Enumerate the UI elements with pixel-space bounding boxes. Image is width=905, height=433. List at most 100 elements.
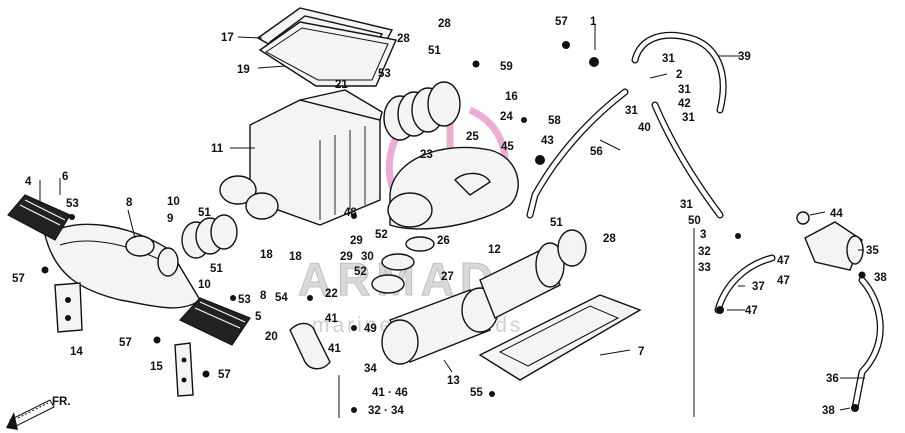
callout-labels: 17 19 11 28 28 51 21 53 59 16 24 58 25 4… [12, 16, 887, 417]
callout-53-c: 53 [238, 294, 251, 306]
callout-18-b: 18 [289, 251, 302, 263]
heat-shield-plate [478, 294, 642, 381]
callout-18-a: 18 [260, 249, 273, 261]
callout-29-b: 29 [340, 251, 353, 263]
callout-31-a: 31 [662, 53, 675, 65]
callout-55: 55 [470, 387, 483, 399]
callout-35: 35 [866, 245, 879, 257]
air-box-gasket [258, 21, 397, 87]
callout-54: 54 [275, 292, 288, 304]
callout-8-a: 8 [126, 197, 133, 209]
callout-41-a: 41 [325, 313, 338, 325]
callout-41-b: 41 [328, 343, 341, 355]
callout-27: 27 [441, 271, 454, 283]
fasteners [41, 41, 866, 413]
callout-28-b: 28 [397, 33, 410, 45]
callout-28: 28 [438, 18, 451, 30]
intake-duct-left [44, 223, 201, 309]
callout-57-c: 57 [119, 337, 132, 349]
hose-37 [714, 254, 776, 314]
callout-32: 32 [698, 246, 711, 258]
callout-17: 17 [221, 32, 234, 44]
callout-19: 19 [237, 64, 250, 76]
callout-57-d: 57 [218, 369, 231, 381]
callout-3: 3 [700, 229, 706, 241]
callout-47-a: 47 [777, 255, 790, 267]
callout-36: 36 [826, 373, 839, 385]
callout-53-d: 52 [354, 266, 367, 278]
callout-47-c: 47 [745, 305, 758, 317]
callout-45: 45 [501, 141, 514, 153]
callout-13: 13 [447, 375, 460, 387]
callout-51-c: 51 [210, 263, 223, 275]
resonator-chamber [387, 146, 519, 230]
callout-8-b: 8 [260, 290, 267, 302]
seal-rings [371, 229, 587, 294]
callout-29-a: 29 [350, 235, 363, 247]
bracket-14 [54, 282, 83, 333]
callout-51-d: 51 [550, 217, 563, 229]
callout-51-a: 51 [428, 45, 441, 57]
callout-39: 39 [738, 51, 751, 63]
fr-label: FR. [52, 396, 71, 408]
callout-32-34: 32 · 34 [368, 405, 404, 417]
callout-30: 30 [361, 251, 374, 263]
callout-42: 42 [678, 98, 691, 110]
callout-31-e: 31 [680, 199, 693, 211]
callout-48: 48 [344, 207, 357, 219]
callout-20: 20 [265, 331, 278, 343]
callout-5: 5 [255, 311, 262, 323]
connecting-tube [383, 81, 461, 141]
leader-lines [39, 24, 865, 418]
valve-canister [796, 211, 864, 271]
callout-1: 1 [590, 16, 597, 28]
hose-39 [631, 31, 727, 114]
callout-59: 59 [500, 61, 513, 73]
callout-7: 7 [638, 346, 644, 358]
callout-15: 15 [150, 361, 163, 373]
callout-38-b: 38 [822, 405, 835, 417]
inlet-boot-rear [179, 297, 251, 346]
hose-36 [851, 276, 884, 412]
callout-28-c: 28 [603, 233, 616, 245]
callout-51-b: 51 [198, 207, 211, 219]
bracket-15 [174, 342, 194, 397]
hose-56 [526, 88, 629, 219]
clamp-set-left [181, 214, 238, 259]
callout-16: 16 [505, 91, 518, 103]
callout-57-b: 57 [12, 273, 25, 285]
callout-41-46: 41 · 46 [372, 387, 408, 399]
callout-43: 43 [541, 135, 554, 147]
callout-6: 6 [62, 171, 68, 183]
callout-23: 23 [420, 149, 433, 161]
callout-33: 33 [698, 262, 711, 274]
callout-25: 25 [466, 131, 479, 143]
callout-10-b: 10 [198, 279, 211, 291]
callout-38-a: 38 [874, 272, 887, 284]
callout-4: 4 [25, 176, 32, 188]
callout-50: 50 [688, 215, 701, 227]
callout-40: 40 [638, 122, 651, 134]
callout-34: 34 [364, 363, 377, 375]
air-filter-element [381, 242, 565, 365]
callout-2: 2 [676, 69, 682, 81]
hose-40 [651, 101, 724, 219]
callout-57-a: 57 [555, 16, 568, 28]
callout-22: 22 [325, 288, 338, 300]
callout-52: 52 [375, 229, 388, 241]
callout-9: 9 [167, 213, 173, 225]
callout-31-b: 31 [678, 84, 691, 96]
callout-49: 49 [364, 323, 377, 335]
callout-53-a: 53 [378, 68, 391, 80]
callout-14: 14 [70, 346, 83, 358]
callout-24: 24 [500, 111, 513, 123]
air-cleaner-case [219, 89, 383, 226]
callout-31-d: 31 [625, 105, 638, 117]
callout-21: 21 [335, 79, 348, 91]
callout-11: 11 [211, 143, 224, 155]
callout-37: 37 [752, 281, 765, 293]
callout-26: 26 [437, 235, 450, 247]
callout-31-c: 31 [682, 112, 695, 124]
callout-44: 44 [830, 208, 843, 220]
